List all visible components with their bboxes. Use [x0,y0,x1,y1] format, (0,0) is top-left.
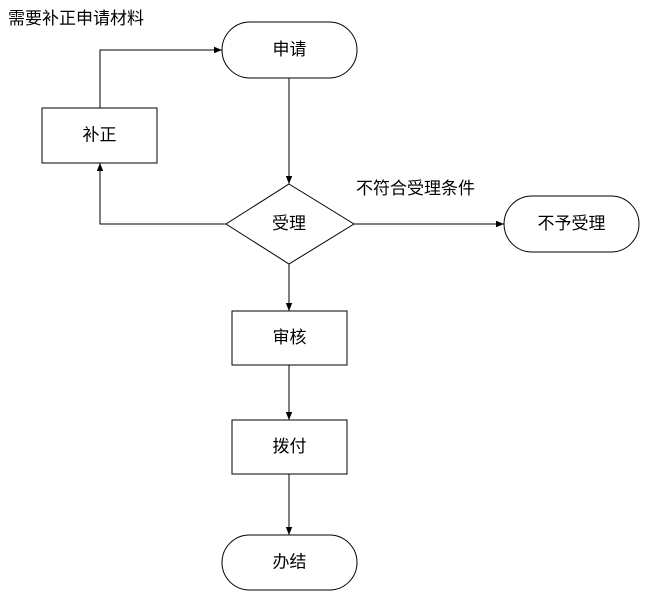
node-complete-label: 办结 [273,553,307,573]
node-reject-shape [503,195,640,253]
edge-label-accept-to-reject: 不符合受理条件 [356,179,475,199]
node-accept-label: 受理 [272,214,306,234]
edge-label-correct-to-apply: 需要补正申请材料 [8,9,144,29]
node-accept-shape [225,183,355,265]
node-review-label: 审核 [273,328,307,348]
node-review-shape [231,310,348,366]
node-correct-label: 补正 [83,126,117,146]
node-disburse-label: 拨付 [273,437,307,457]
edge-accept-to-correct [96,163,226,225]
node-reject: 不予受理 [503,195,640,253]
node-disburse: 拨付 [231,419,348,475]
node-apply: 申请 [221,21,358,79]
edge-correct-to-apply [99,46,222,108]
node-disburse-shape [231,419,348,475]
node-accept: 受理 [225,183,355,265]
nodes: 申请 补正 受理 不予受理 审核 拨付 办结 [41,21,640,591]
node-correct-shape [41,107,158,164]
node-apply-label: 申请 [273,40,307,60]
edges: 需要补正申请材料 不符合受理条件 [8,9,504,535]
node-correct: 补正 [41,107,158,164]
node-reject-label: 不予受理 [538,214,606,234]
node-apply-shape [221,21,358,79]
node-complete-shape [221,534,358,591]
node-review: 审核 [231,310,348,366]
node-complete: 办结 [221,534,358,591]
